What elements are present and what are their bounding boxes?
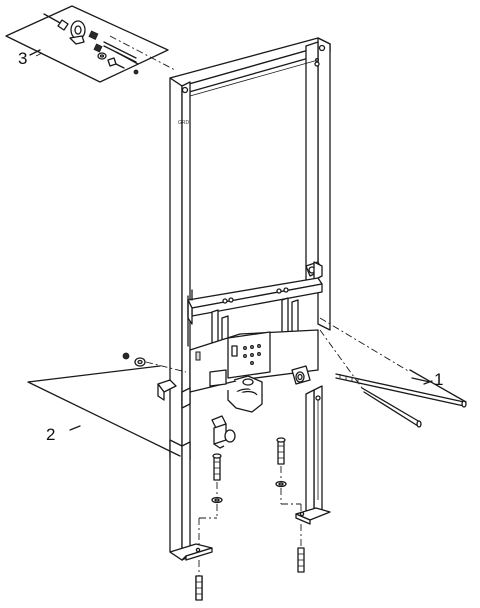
waste-outlet-fitting bbox=[227, 375, 263, 413]
right-bracket bbox=[305, 261, 323, 281]
left-leg bbox=[169, 439, 213, 561]
callout-2-label: 2 bbox=[46, 425, 56, 444]
leader-2 bbox=[145, 361, 187, 373]
frame-brand-mark: GRD bbox=[178, 120, 190, 126]
water-supply-fitting bbox=[209, 365, 311, 387]
floor-bolt-right bbox=[275, 437, 302, 512]
floor-bolt-left bbox=[198, 453, 223, 548]
anchor-screw-part bbox=[43, 13, 139, 75]
detail-panel-2 bbox=[27, 365, 181, 457]
leader-1 bbox=[319, 317, 411, 373]
callout-3-label: 3 bbox=[18, 49, 28, 68]
right-leg bbox=[295, 385, 331, 525]
leader-3 bbox=[109, 35, 176, 71]
mounting-crossbar bbox=[187, 277, 323, 347]
nut-and-washer bbox=[122, 352, 146, 367]
threaded-rods bbox=[335, 369, 467, 428]
frame-top-section: GRD bbox=[169, 37, 331, 467]
detail-panel-3 bbox=[5, 5, 169, 83]
callout-1-label: 1 bbox=[434, 370, 444, 389]
floor-anchor-right bbox=[297, 524, 305, 573]
angle-valve bbox=[211, 415, 236, 449]
floor-anchor-left bbox=[195, 560, 203, 601]
wall-bracket-part bbox=[69, 20, 103, 53]
left-clip bbox=[157, 379, 191, 409]
